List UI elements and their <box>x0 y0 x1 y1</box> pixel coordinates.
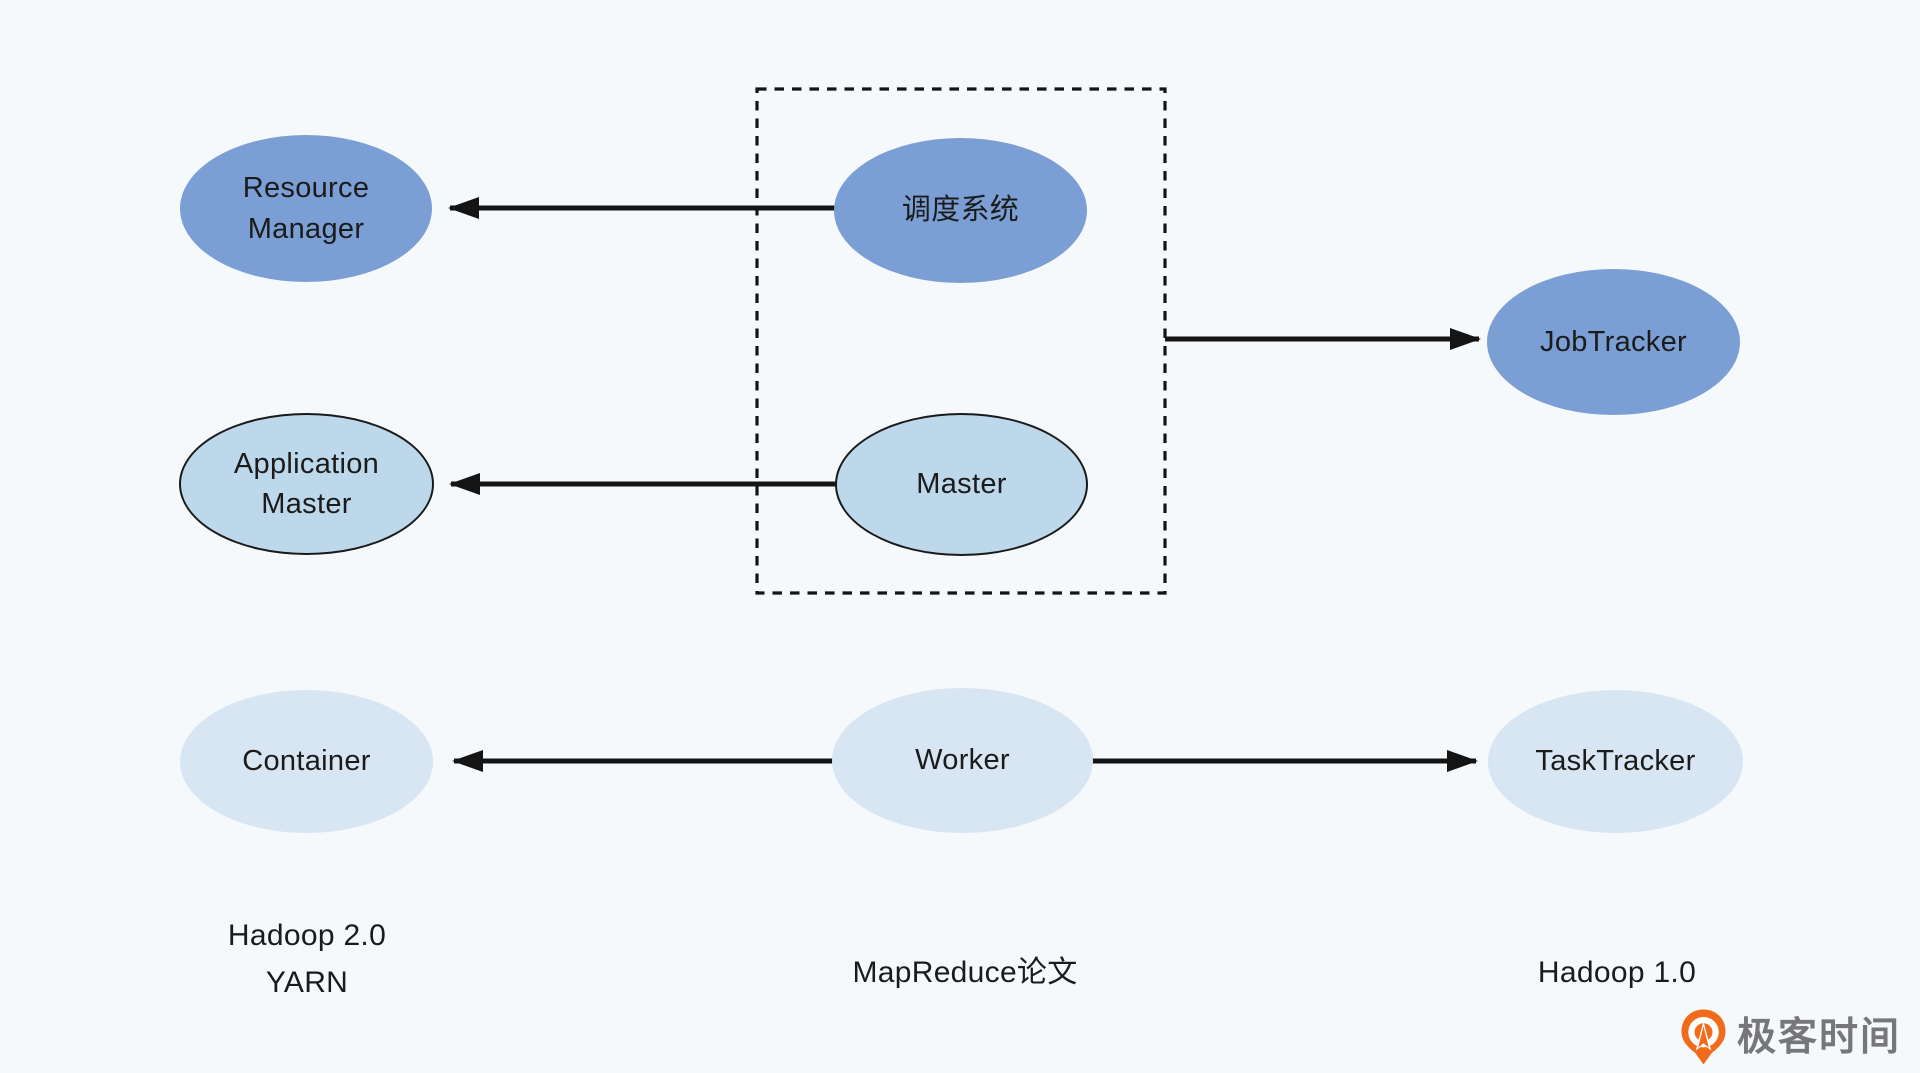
node-master: Master <box>835 413 1088 556</box>
node-jobtracker: JobTracker <box>1487 269 1740 415</box>
caption-hadoop-2-line2: YARN <box>265 966 349 1000</box>
node-container: Container <box>180 690 433 833</box>
node-container-label: Container <box>242 745 371 778</box>
node-tasktracker: TaskTracker <box>1488 690 1743 833</box>
node-tasktracker-label: TaskTracker <box>1535 745 1696 778</box>
node-worker-label: Worker <box>915 744 1010 777</box>
geektime-watermark: 极客时间 <box>1680 1008 1901 1066</box>
node-scheduler-system: 调度系统 <box>834 138 1087 283</box>
caption-hadoop-1-text: Hadoop 1.0 <box>1537 956 1697 989</box>
node-worker: Worker <box>832 688 1093 833</box>
node-application-master: Application Master <box>179 413 434 555</box>
node-resource-manager-line2: Manager <box>247 212 365 245</box>
node-scheduler-label: 调度系统 <box>901 194 1020 227</box>
caption-mapreduce-paper: MapReduce论文 <box>815 949 1115 996</box>
geektime-pin-icon <box>1681 1009 1726 1065</box>
node-resource-manager-line1: Resource <box>242 172 370 205</box>
caption-hadoop-1: Hadoop 1.0 <box>1467 949 1767 996</box>
node-application-master-line2: Master <box>261 488 352 520</box>
node-master-label: Master <box>916 468 1007 501</box>
node-application-master-line1: Application <box>233 447 380 480</box>
caption-hadoop-2-yarn: Hadoop 2.0 YARN <box>157 912 457 1007</box>
geektime-logo-text: 极客时间 <box>1737 1015 1902 1059</box>
caption-hadoop-2-line1: Hadoop 2.0 <box>227 919 387 952</box>
node-jobtracker-label: JobTracker <box>1540 325 1687 358</box>
node-resource-manager: Resource Manager <box>180 135 432 282</box>
caption-mapreduce-paper-text: MapReduce论文 <box>852 956 1078 989</box>
